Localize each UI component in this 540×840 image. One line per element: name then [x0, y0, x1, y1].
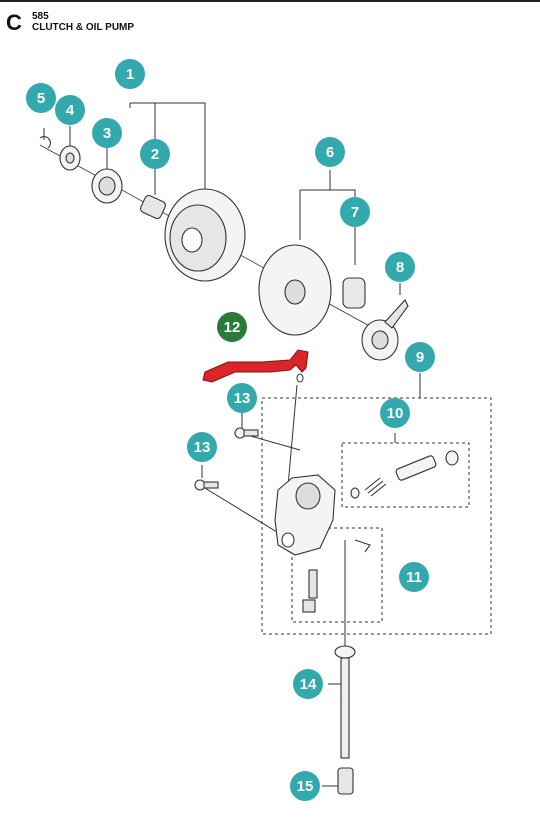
- callout-8: 8: [385, 252, 415, 282]
- callout-7: 7: [340, 197, 370, 227]
- screw-part-upper: [234, 427, 259, 439]
- callout-2: 2: [140, 139, 170, 169]
- clutch-spring-part: [342, 277, 366, 309]
- callout-13-upper: 13: [227, 383, 257, 413]
- oil-filter-part: [337, 767, 354, 795]
- svg-text:10: 10: [387, 405, 404, 422]
- svg-text:15: 15: [297, 778, 314, 795]
- screw-part-lower: [194, 479, 219, 491]
- adjusting-screw-part: [302, 539, 371, 613]
- svg-text:14: 14: [300, 676, 317, 693]
- callout-6: 6: [315, 137, 345, 167]
- group-box-9: [261, 397, 492, 635]
- circlip-part: [39, 136, 51, 149]
- highlighted-oil-line-part: [202, 349, 309, 383]
- svg-text:4: 4: [66, 102, 75, 119]
- callout-11: 11: [399, 562, 429, 592]
- svg-text:8: 8: [396, 259, 404, 276]
- callout-9: 9: [405, 342, 435, 372]
- svg-text:13: 13: [194, 439, 211, 456]
- group-box-10: [341, 442, 470, 508]
- svg-text:12: 12: [224, 319, 241, 336]
- svg-text:2: 2: [151, 146, 159, 163]
- parts: [39, 136, 459, 795]
- callout-15: 15: [290, 771, 320, 801]
- callouts: 1 2 3 4 5 6 7 8 9 10 11 12 13 13 14 15: [26, 59, 435, 801]
- group-boxes: [261, 397, 492, 635]
- needle-bearing-part: [139, 194, 167, 220]
- callout-10: 10: [380, 398, 410, 428]
- svg-text:1: 1: [126, 66, 134, 83]
- callout-12: 12: [217, 312, 247, 342]
- svg-text:11: 11: [406, 569, 422, 586]
- svg-text:7: 7: [351, 204, 359, 221]
- section-letter: C: [6, 10, 22, 35]
- svg-text:5: 5: [37, 90, 45, 107]
- callout-1: 1: [115, 59, 145, 89]
- group-box-11: [291, 527, 383, 623]
- svg-text:3: 3: [103, 125, 111, 142]
- callout-13-lower: 13: [187, 432, 217, 462]
- model-number: 585: [32, 11, 49, 22]
- piston-assembly-part: [350, 450, 459, 499]
- oil-hose-part: [334, 645, 356, 759]
- svg-text:13: 13: [234, 390, 251, 407]
- svg-text:9: 9: [416, 349, 424, 366]
- svg-text:6: 6: [326, 144, 334, 161]
- callout-3: 3: [92, 118, 122, 148]
- callout-4: 4: [55, 95, 85, 125]
- header-rule: [0, 0, 540, 2]
- diagram-title: CLUTCH & OIL PUMP: [32, 22, 135, 33]
- callout-14: 14: [293, 669, 323, 699]
- callout-5: 5: [26, 83, 56, 113]
